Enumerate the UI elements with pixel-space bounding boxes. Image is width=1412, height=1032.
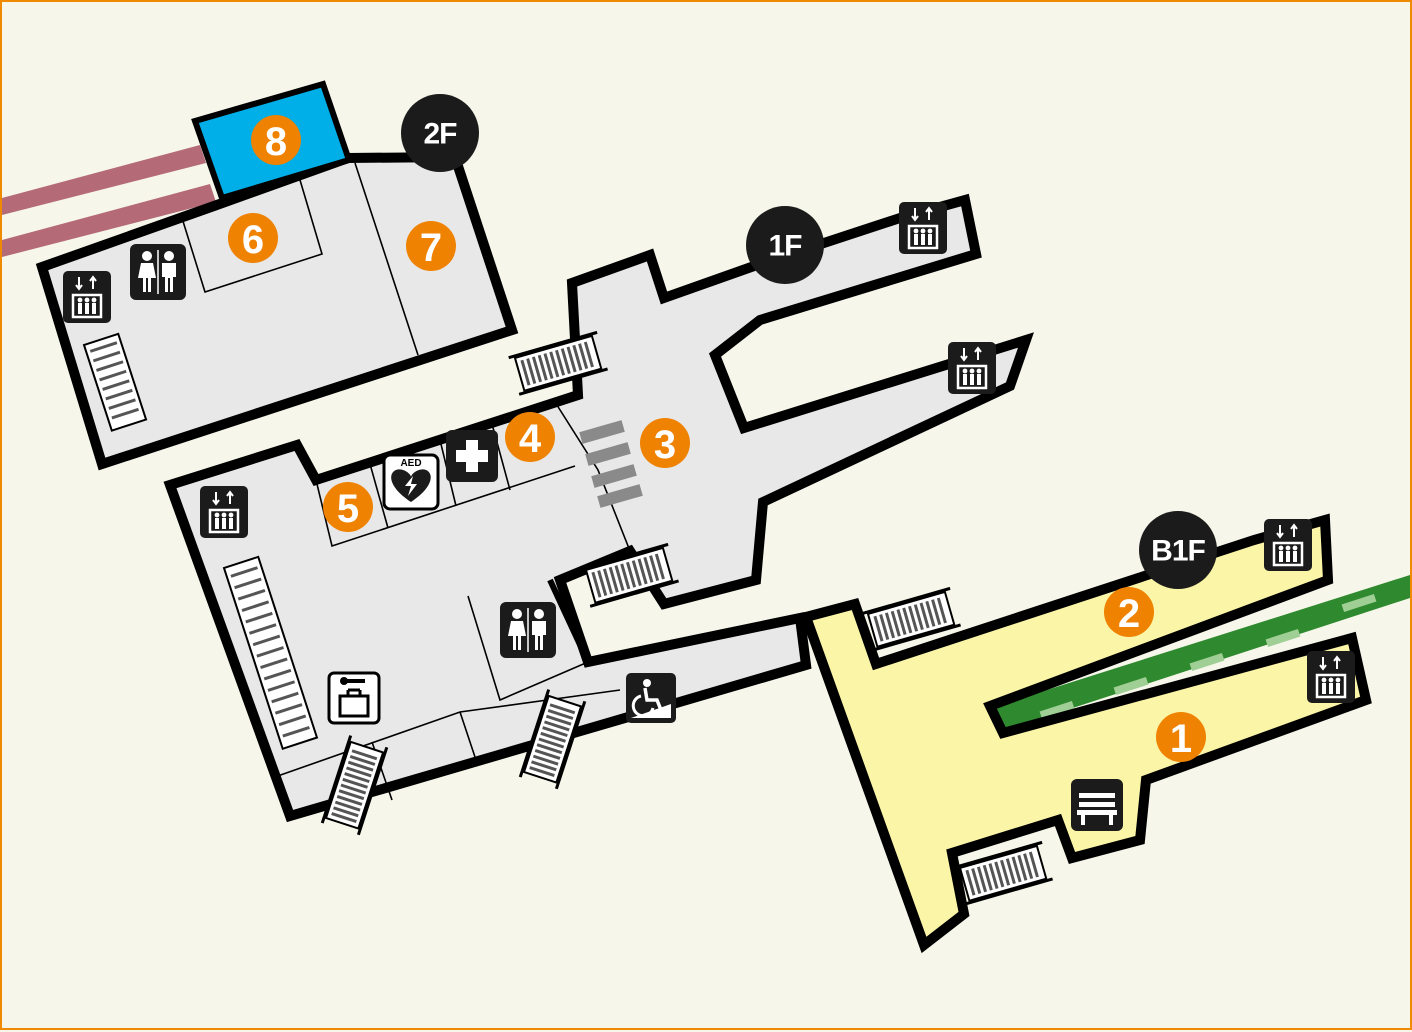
ticket-gates <box>579 420 643 508</box>
bench-icon <box>1071 779 1123 831</box>
floor-badge-b1f: B1F <box>1139 511 1217 589</box>
aed-label: AED <box>400 458 421 469</box>
wheelchair-slope-icon <box>626 673 676 723</box>
svg-text:1F: 1F <box>768 230 802 263</box>
escalator-icon <box>82 330 1055 906</box>
svg-text:8: 8 <box>265 120 287 164</box>
spot-4[interactable]: 4 <box>505 412 555 462</box>
svg-text:2: 2 <box>1118 592 1140 636</box>
svg-text:4: 4 <box>519 417 542 461</box>
rail-2f <box>2 145 216 257</box>
svg-text:2F: 2F <box>423 118 457 151</box>
coin-locker-icon <box>327 671 381 725</box>
svg-text:3: 3 <box>654 423 676 467</box>
svg-text:5: 5 <box>337 487 359 531</box>
svg-text:7: 7 <box>420 226 442 270</box>
spot-7[interactable]: 7 <box>406 221 456 271</box>
spot-2[interactable]: 2 <box>1104 587 1154 637</box>
svg-text:B1F: B1F <box>1151 535 1205 568</box>
spot-6[interactable]: 6 <box>228 213 278 263</box>
spot-3[interactable]: 3 <box>640 418 690 468</box>
spot-1[interactable]: 1 <box>1156 712 1206 762</box>
spot-8[interactable]: 8 <box>251 115 301 165</box>
rail-b1f <box>990 575 1410 733</box>
spot-5[interactable]: 5 <box>323 482 373 532</box>
svg-text:6: 6 <box>242 218 264 262</box>
floor-badge-1f: 1F <box>746 206 824 284</box>
restroom-icon <box>499 601 557 659</box>
floor-b1f <box>799 513 1372 954</box>
svg-text:1: 1 <box>1170 717 1192 761</box>
floor-badge-2f: 2F <box>401 94 479 172</box>
restroom-icon <box>129 243 187 301</box>
first-aid-icon <box>446 430 498 482</box>
aed-icon: AED <box>382 453 440 511</box>
